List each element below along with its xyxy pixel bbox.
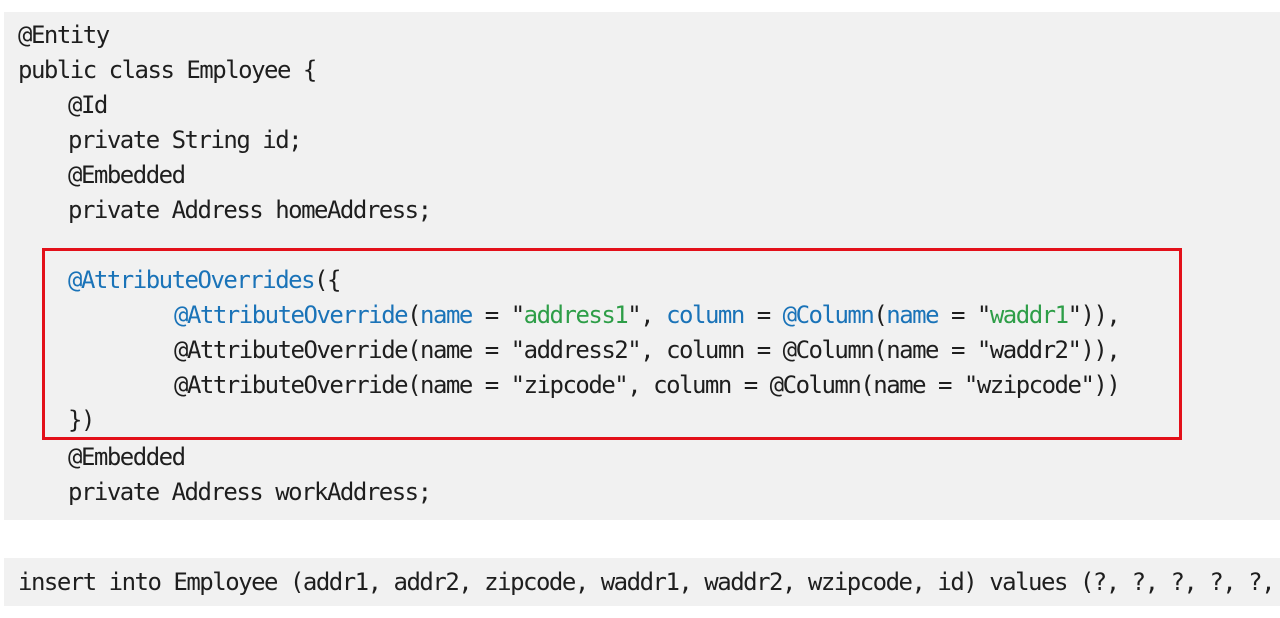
code-line-override-zipcode: @AttributeOverride(name = "zipcode", col…: [174, 371, 1121, 399]
attribute-overrides-annotation: @AttributeOverrides: [68, 266, 316, 294]
code-line-class-declaration: public class Employee {: [18, 56, 317, 84]
code-block: @Entity public class Employee { @Id priv…: [4, 12, 1280, 520]
highlight-box: [42, 248, 1182, 440]
code-line-overrides-close: }): [68, 406, 95, 434]
code-line-attribute-overrides: @AttributeOverrides({: [68, 266, 341, 294]
sql-insert-statement: insert into Employee (addr1, addr2, zipc…: [18, 568, 1276, 596]
code-line-home-address-field: private Address homeAddress;: [68, 196, 432, 224]
code-line-id-field: private String id;: [68, 126, 303, 154]
code-line-work-address-field: private Address workAddress;: [68, 478, 432, 506]
code-line-embedded-annotation-2: @Embedded: [68, 443, 186, 471]
code-line-entity: @Entity: [18, 21, 110, 49]
code-line-override-address2: @AttributeOverride(name = "address2", co…: [174, 336, 1121, 364]
code-line-id-annotation: @Id: [68, 91, 108, 119]
sql-block: insert into Employee (addr1, addr2, zipc…: [4, 558, 1280, 606]
code-line-embedded-annotation-1: @Embedded: [68, 161, 186, 189]
code-line-override-address1: @AttributeOverride(name = "address1", co…: [174, 301, 1121, 329]
